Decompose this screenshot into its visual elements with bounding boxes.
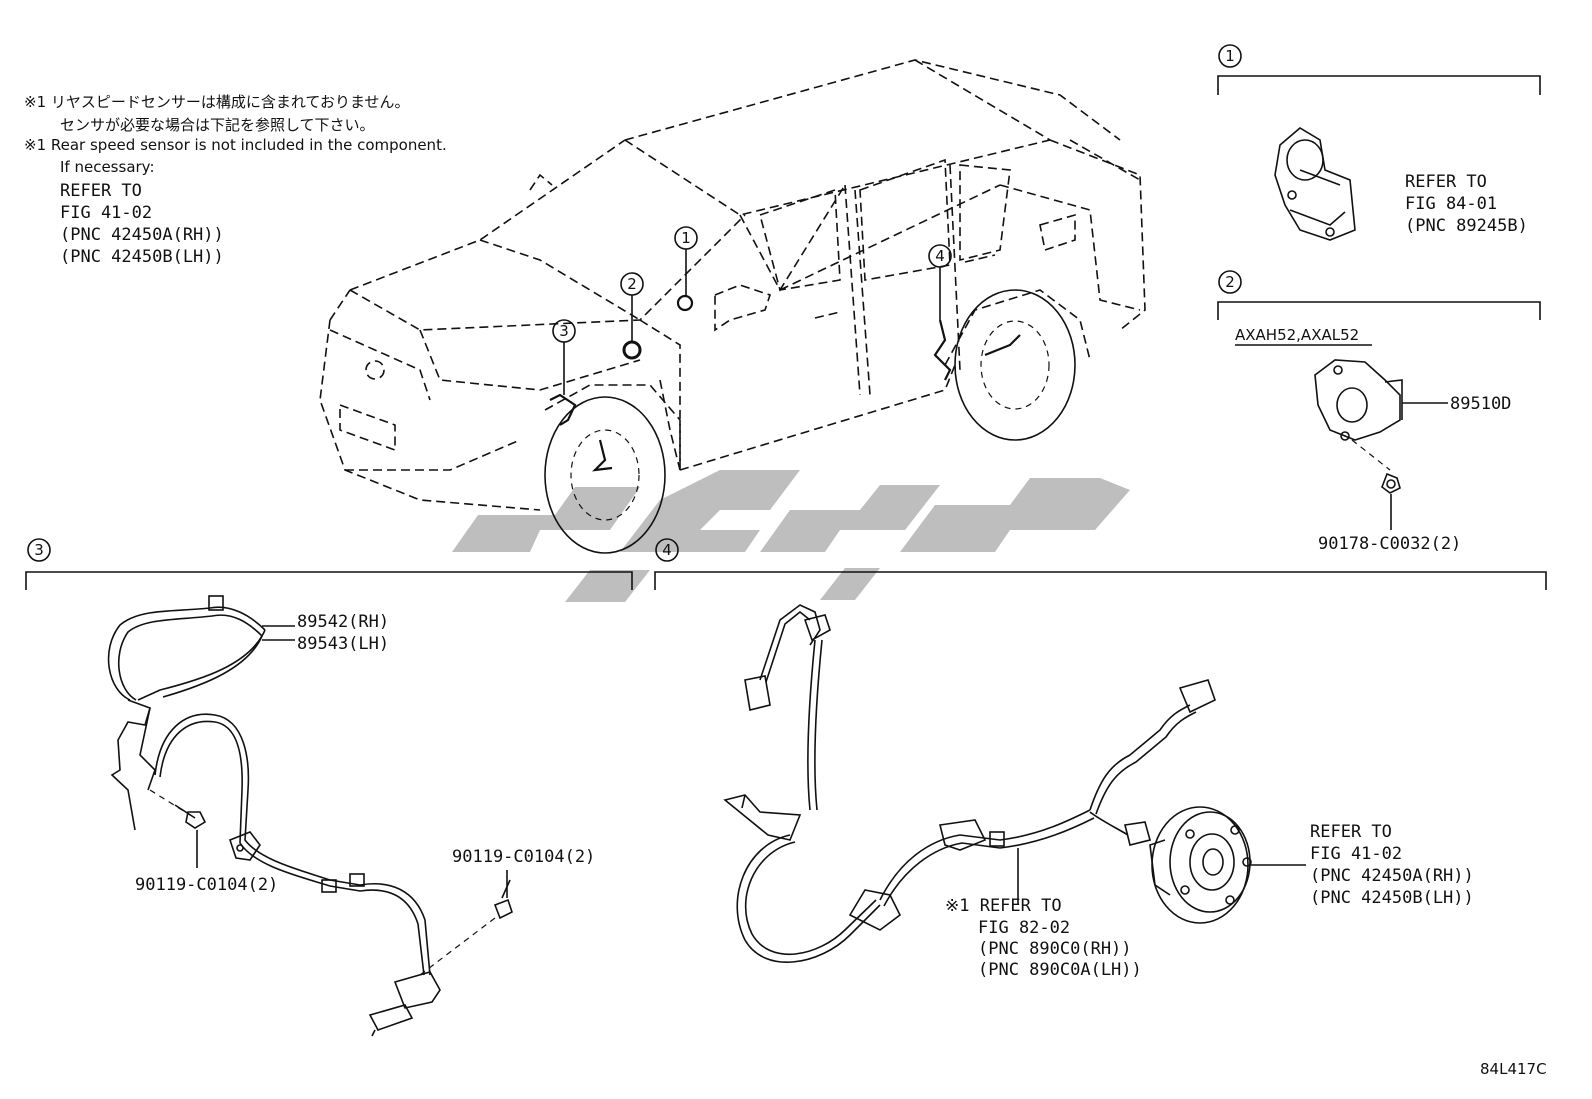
section-3: 3 [25, 538, 633, 1037]
note-ref-line1: REFER TO [60, 181, 142, 201]
section-4-note-line2: FIG 82-02 [978, 918, 1070, 938]
part-90119-left: 90119-C0104(2) [135, 875, 278, 895]
section-4: 4 [654, 538, 1547, 980]
figure-code: 84L417C [1480, 1060, 1547, 1078]
section-4-note-line4: (PNC 890C0A(LH)) [978, 960, 1142, 980]
hub-refer-line4: (PNC 42450B(LH)) [1310, 888, 1474, 908]
vehicle-callouts: 1 2 3 4 [552, 226, 952, 395]
section-2-model: AXAH52,AXAL52 [1235, 326, 1359, 344]
note-ref-line2: FIG 41-02 [60, 203, 152, 223]
callout-3-vehicle: 3 [559, 322, 569, 340]
hub-refer-line2: FIG 41-02 [1310, 844, 1402, 864]
section-4-note-line1: ※1 REFER TO [945, 896, 1062, 916]
part-89510d: 89510D [1450, 394, 1511, 414]
section-1-refer-line3: (PNC 89245B) [1405, 216, 1528, 236]
note-ref-line3: (PNC 42450A(RH)) [60, 225, 224, 245]
section-2-number: 2 [1225, 273, 1235, 291]
note-en-line1: ※1 Rear speed sensor is not included in … [24, 136, 447, 154]
sensor-89510d-illustration [1314, 359, 1403, 441]
callout-4-vehicle: 4 [935, 247, 945, 265]
section-3-number: 3 [34, 541, 44, 559]
hub-refer-line1: REFER TO [1310, 822, 1392, 842]
callout-2-vehicle: 2 [627, 275, 637, 293]
vehicle-illustration [319, 59, 1146, 554]
watermark-logo [452, 470, 1130, 602]
hub-refer-line3: (PNC 42450A(RH)) [1310, 866, 1474, 886]
section-1-refer-line2: FIG 84-01 [1405, 194, 1497, 214]
note-en-line2: If necessary: [60, 158, 155, 176]
section-1: 1 REFER TO FIG 84-01 (PNC 89245B) [1217, 44, 1541, 241]
section-4-note-line3: (PNC 890C0(RH)) [978, 939, 1132, 959]
yaw-rate-sensor-illustration [1274, 127, 1356, 241]
section-1-number: 1 [1225, 47, 1235, 65]
part-90178: 90178-C0032(2) [1318, 534, 1461, 554]
section-2: 2 AXAH52,AXAL52 89510D 90178-C0032(2) [1217, 270, 1541, 554]
section-1-refer-line1: REFER TO [1405, 172, 1487, 192]
note-jp-line2: センサが必要な場合は下記を参照して下さい。 [60, 116, 375, 134]
note-block: ※1 リヤスピードセンサーは構成に含まれておりません。 センサが必要な場合は下記… [24, 93, 447, 267]
note-jp-line1: ※1 リヤスピードセンサーは構成に含まれておりません。 [24, 93, 410, 111]
note-ref-line4: (PNC 42450B(LH)) [60, 247, 224, 267]
front-speed-sensor-illustration [107, 595, 513, 1037]
part-89543-lh: 89543(LH) [297, 634, 389, 654]
callout-1-vehicle: 1 [681, 229, 691, 247]
part-90119-right: 90119-C0104(2) [452, 847, 595, 867]
rear-harness-illustration [723, 604, 1252, 963]
part-89542-rh: 89542(RH) [297, 612, 389, 632]
section-4-number: 4 [662, 541, 672, 559]
bolt-90178-illustration [1381, 472, 1401, 494]
